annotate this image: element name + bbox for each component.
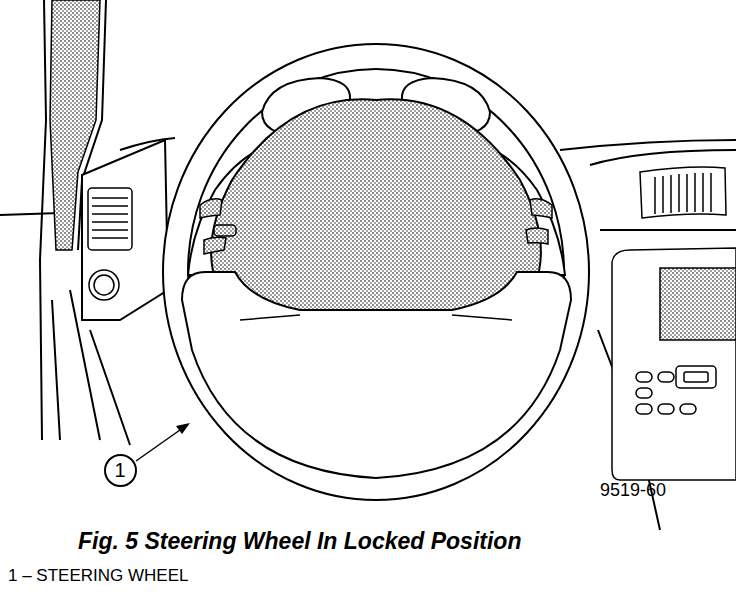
leader-line bbox=[136, 423, 190, 461]
knob bbox=[89, 270, 119, 300]
radio-panel bbox=[612, 248, 736, 480]
figure-number: 9519-60 bbox=[600, 480, 666, 501]
callout-number: 1 bbox=[114, 459, 125, 482]
right-vent bbox=[640, 167, 726, 218]
callout-circle: 1 bbox=[104, 454, 137, 487]
steering-wheel bbox=[163, 44, 589, 500]
left-vent bbox=[88, 188, 132, 250]
dashboard bbox=[0, 0, 736, 530]
figure-caption: Fig. 5 Steering Wheel In Locked Position bbox=[78, 528, 521, 555]
part-key: 1 – STEERING WHEEL bbox=[8, 566, 188, 586]
